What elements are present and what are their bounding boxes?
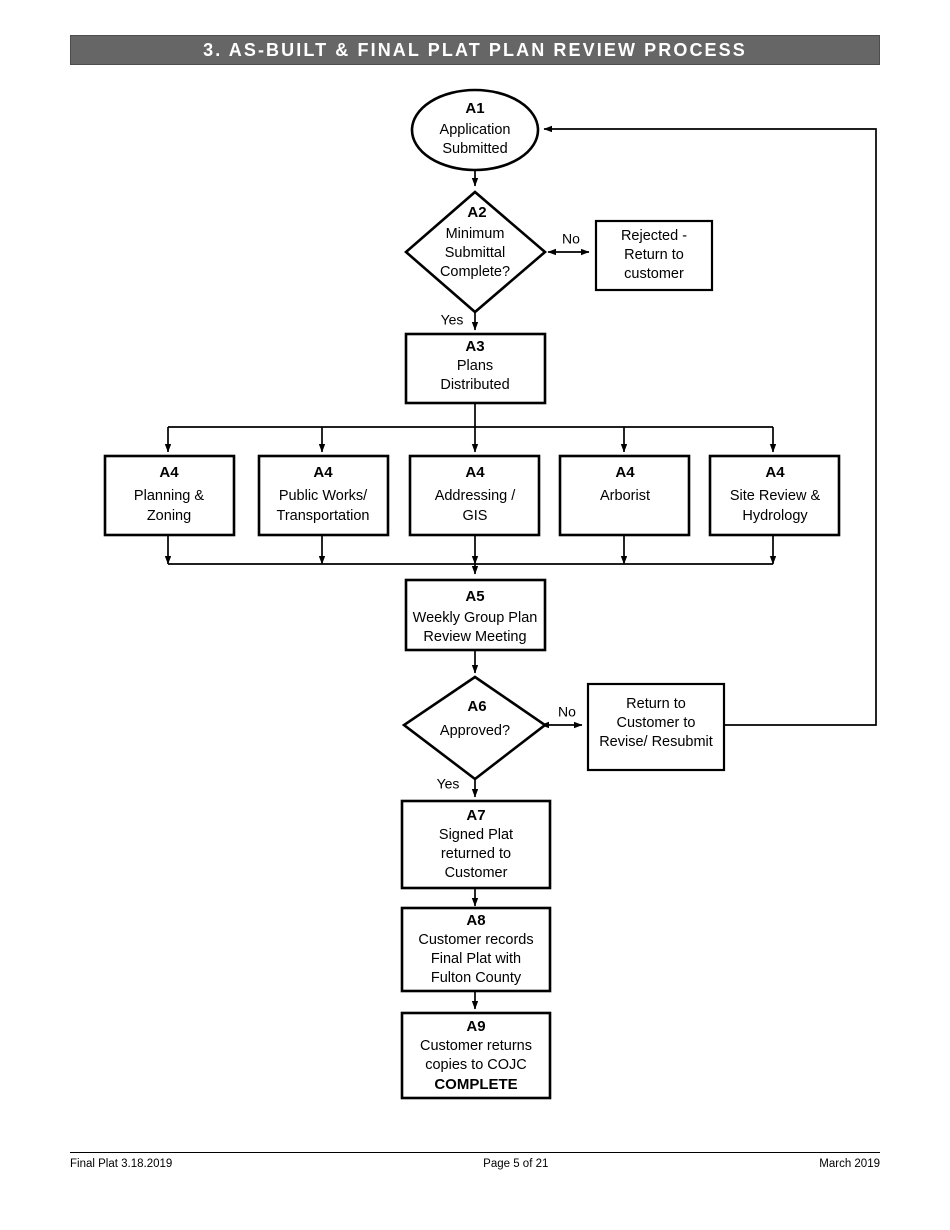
node-rejected-line3: customer	[624, 266, 684, 282]
node-a7-line3: Customer	[445, 865, 508, 881]
node-a2-line2: Submittal	[445, 245, 505, 261]
node-a1-line1: Application	[440, 122, 511, 138]
node-a4-3-line2: GIS	[463, 508, 488, 524]
node-a8-id: A8	[466, 912, 485, 929]
node-a4-arborist[interactable]: A4 Arborist	[558, 454, 691, 537]
node-a6[interactable]: A6 Approved?	[401, 675, 548, 781]
edge-label-a6-no: No	[558, 704, 576, 720]
node-a3-id: A3	[465, 338, 484, 355]
connector-return-loop-to-a1	[543, 125, 877, 726]
node-a2-line1: Minimum	[446, 226, 505, 242]
node-a7-id: A7	[466, 807, 485, 824]
node-a8[interactable]: A8 Customer records Final Plat with Fult…	[400, 906, 552, 993]
node-a5-line2: Review Meeting	[423, 629, 526, 645]
footer-date: March 2019	[819, 1158, 880, 1170]
node-a4-4-line1: Arborist	[600, 488, 650, 504]
edge-label-a2-yes: Yes	[441, 312, 464, 328]
node-a6-id: A6	[467, 698, 486, 715]
node-rejected-line2: Return to	[624, 247, 684, 263]
footer-page-number: Page 5 of 21	[483, 1158, 549, 1170]
edge-label-a6-yes: Yes	[437, 776, 460, 792]
node-a5[interactable]: A5 Weekly Group Plan Review Meeting	[404, 578, 547, 652]
node-rejected[interactable]: Rejected - Return to customer	[594, 219, 714, 292]
node-a4-2-line1: Public Works/	[279, 488, 368, 504]
node-a8-line1: Customer records	[418, 932, 533, 948]
node-a7-line2: returned to	[441, 846, 511, 862]
node-a9-line1: Customer returns	[420, 1038, 532, 1054]
node-a1-id: A1	[465, 100, 484, 117]
node-a1[interactable]: A1 Application Submitted	[410, 88, 540, 172]
node-a4-3-id: A4	[465, 464, 485, 481]
node-a9[interactable]: A9 Customer returns copies to COJC COMPL…	[400, 1011, 552, 1100]
node-rejected-line1: Rejected -	[621, 228, 687, 244]
page-title: 3. AS-BUILT & FINAL PLAT PLAN REVIEW PRO…	[203, 39, 747, 60]
node-a4-1-line2: Zoning	[147, 508, 191, 524]
node-a2[interactable]: A2 Minimum Submittal Complete?	[404, 190, 547, 314]
node-a7[interactable]: A7 Signed Plat returned to Customer	[400, 799, 552, 890]
node-a4-4-id: A4	[615, 464, 635, 481]
node-a3-line2: Distributed	[440, 377, 509, 393]
node-a4-3-line1: Addressing /	[435, 488, 517, 504]
node-a4-5-id: A4	[765, 464, 785, 481]
node-a5-id: A5	[465, 588, 484, 605]
node-a8-line2: Final Plat with	[431, 951, 521, 967]
node-return-line1: Return to	[626, 696, 686, 712]
footer-document-label: Final Plat 3.18.2019	[70, 1158, 173, 1170]
node-a9-line3: COMPLETE	[434, 1076, 517, 1093]
node-a4-2-line2: Transportation	[277, 508, 370, 524]
node-a4-1-line1: Planning &	[134, 488, 204, 504]
node-a2-line3: Complete?	[440, 264, 510, 280]
page-footer: Final Plat 3.18.2019 Page 5 of 21 March …	[70, 1158, 880, 1170]
node-a4-site-review-hydrology[interactable]: A4 Site Review & Hydrology	[708, 454, 841, 537]
node-return-line3: Revise/ Resubmit	[599, 734, 713, 750]
node-a2-id: A2	[467, 204, 486, 221]
node-a4-1-id: A4	[159, 464, 179, 481]
node-return-to-customer[interactable]: Return to Customer to Revise/ Resubmit	[586, 682, 726, 772]
node-a1-line2: Submitted	[442, 141, 507, 157]
node-a4-addressing-gis[interactable]: A4 Addressing / GIS	[408, 454, 541, 537]
node-a4-2-id: A4	[313, 464, 333, 481]
node-a8-line3: Fulton County	[431, 970, 522, 986]
node-a6-line1: Approved?	[440, 723, 510, 739]
node-a9-id: A9	[466, 1018, 485, 1035]
node-return-line2: Customer to	[617, 715, 696, 731]
node-a4-public-works-transportation[interactable]: A4 Public Works/ Transportation	[257, 454, 390, 537]
node-a4-5-line1: Site Review &	[730, 488, 821, 504]
node-a4-planning-zoning[interactable]: A4 Planning & Zoning	[103, 454, 236, 537]
node-a5-line1: Weekly Group Plan	[413, 610, 538, 626]
edge-label-a2-no: No	[562, 231, 580, 247]
footer-divider	[70, 1152, 880, 1153]
node-a4-5-line2: Hydrology	[742, 508, 808, 524]
node-a7-line1: Signed Plat	[439, 827, 513, 843]
node-a3-line1: Plans	[457, 358, 493, 374]
page-header-bar: 3. AS-BUILT & FINAL PLAT PLAN REVIEW PRO…	[70, 35, 880, 65]
node-a3[interactable]: A3 Plans Distributed	[404, 332, 547, 405]
node-a9-line2: copies to COJC	[425, 1057, 527, 1073]
